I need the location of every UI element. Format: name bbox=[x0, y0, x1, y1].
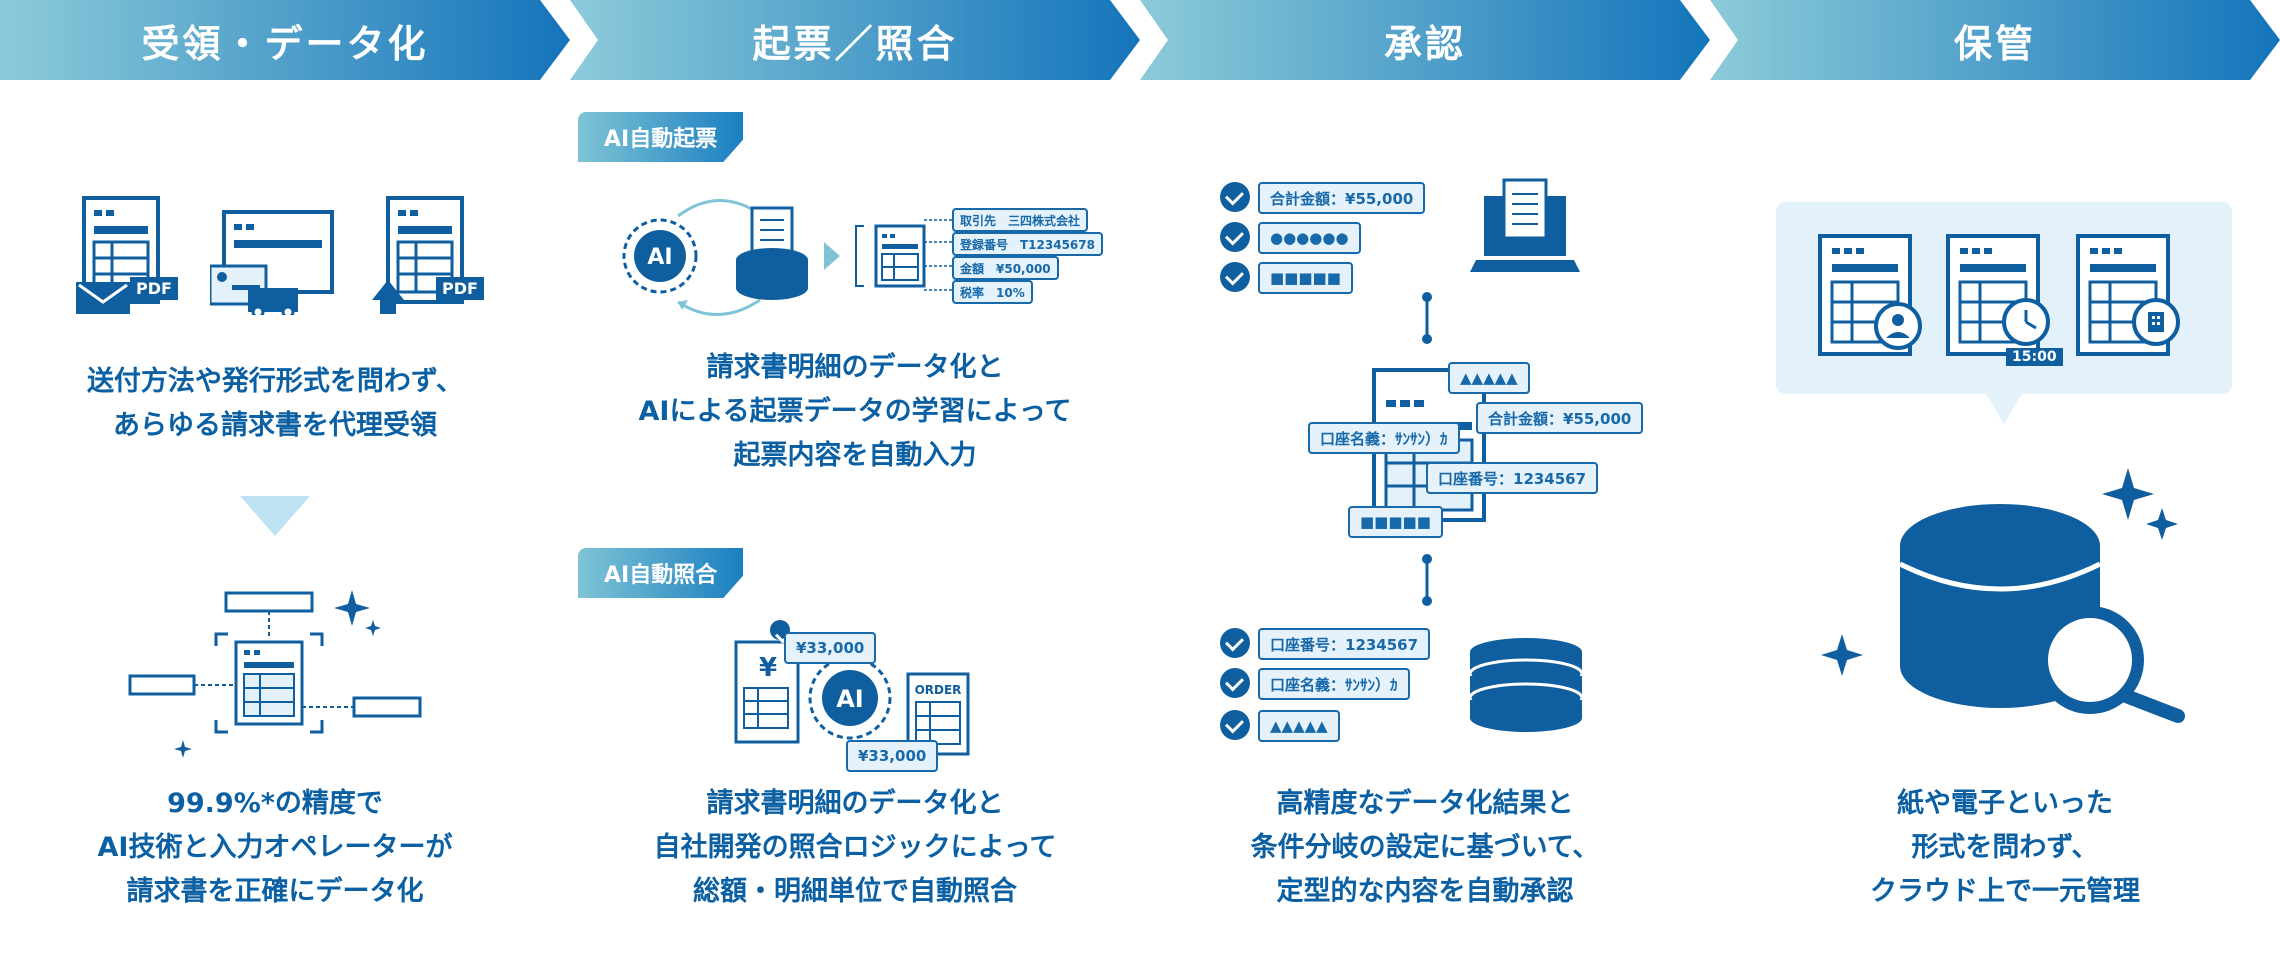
approval-check-item: ■■■■■ bbox=[1258, 262, 1353, 294]
database-icon bbox=[1466, 636, 1586, 740]
stage-header-receive: 受領・データ化 bbox=[0, 0, 570, 80]
ai-booking-icon: AI bbox=[618, 190, 1098, 324]
connector-line-bottom bbox=[1420, 552, 1434, 612]
ai-label: AI bbox=[836, 685, 864, 713]
check-icon bbox=[1220, 710, 1250, 740]
ai-auto-booking-badge: AI自動起票 bbox=[578, 112, 744, 162]
check-icon bbox=[1220, 222, 1250, 252]
amount-tag-top: ¥33,000 bbox=[784, 632, 877, 664]
stage-title: 承認 bbox=[1383, 21, 1466, 66]
field-tag: 税率 10% bbox=[952, 280, 1033, 304]
invoice-user-icon bbox=[1818, 234, 1922, 366]
mid-tag-total: 合計金額：¥55,000 bbox=[1476, 402, 1644, 434]
mid-tag-stars: ▲▲▲▲▲ bbox=[1448, 362, 1530, 394]
booking-description: 請求書明細のデータ化と AIによる起票データの学習によって 起票内容を自動入力 bbox=[638, 352, 1072, 471]
mid-tag-name: 口座名義：ｻﾝｻﾝ）ｶ bbox=[1308, 422, 1460, 454]
pdf-label: PDF bbox=[130, 277, 178, 300]
mid-tag-squares: ■■■■■ bbox=[1348, 506, 1443, 538]
invoice-mail-icon bbox=[76, 196, 176, 320]
invoice-clock-icon bbox=[1946, 234, 2050, 366]
stage-title: 受領・データ化 bbox=[141, 21, 429, 66]
stage-header-booking: 起票／照合 bbox=[570, 0, 1140, 80]
stage-title: 起票／照合 bbox=[752, 21, 958, 66]
check-icon bbox=[1220, 182, 1250, 212]
data-extraction-icon bbox=[128, 590, 428, 769]
stage-header-storage: 保管 bbox=[1710, 0, 2280, 80]
stage-title: 保管 bbox=[1953, 21, 2036, 66]
yen-symbol: ¥ bbox=[759, 653, 777, 683]
approval-description: 高精度なデータ化結果と 条件分岐の設定に基づいて、 定型的な内容を自動承認 bbox=[1250, 788, 1600, 907]
storage-description: 紙や電子といった 形式を問わず、 クラウド上で一元管理 bbox=[1870, 788, 2140, 907]
connector-line-top bbox=[1420, 290, 1434, 350]
field-tag: 登録番号 T12345678 bbox=[952, 232, 1103, 256]
cloud-storage-search-icon bbox=[1820, 464, 2200, 738]
ai-label: AI bbox=[647, 245, 672, 270]
stage-header-approval: 承認 bbox=[1140, 0, 1710, 80]
time-label: 15:00 bbox=[2006, 348, 2063, 366]
invoice-postal-icon bbox=[208, 210, 335, 319]
pdf-label: PDF bbox=[436, 277, 484, 300]
invoice-building-icon bbox=[2076, 234, 2180, 366]
invoice-upload-icon bbox=[370, 196, 470, 320]
approval-check-item: 口座番号：1234567 bbox=[1258, 628, 1431, 660]
down-triangle-icon bbox=[240, 496, 310, 540]
accuracy-description: 99.9%*の精度で AI技術と入力オペレーターが 請求書を正確にデータ化 bbox=[97, 788, 453, 907]
approval-check-item: ●●●●●● bbox=[1258, 222, 1361, 254]
mid-tag-number: 口座番号：1234567 bbox=[1426, 462, 1599, 494]
check-icon bbox=[1220, 262, 1250, 292]
check-icon bbox=[1220, 628, 1250, 658]
approval-check-item: ▲▲▲▲▲ bbox=[1258, 710, 1340, 742]
ai-matching-icon: ¥ AI ORDER bbox=[730, 618, 980, 772]
ai-auto-matching-badge: AI自動照合 bbox=[578, 548, 744, 598]
approval-check-item: 合計金額：¥55,000 bbox=[1258, 182, 1426, 214]
order-label: ORDER bbox=[915, 683, 962, 697]
field-tag: 金額 ¥50,000 bbox=[952, 256, 1059, 280]
field-tag: 取引先 三四株式会社 bbox=[952, 208, 1089, 232]
check-icon bbox=[1220, 668, 1250, 698]
amount-tag-bottom: ¥33,000 bbox=[846, 740, 939, 772]
matching-description: 請求書明細のデータ化と 自社開発の照合ロジックによって 総額・明細単位で自動照合 bbox=[653, 788, 1057, 907]
approval-check-item: 口座名義：ｻﾝｻﾝ）ｶ bbox=[1258, 668, 1410, 700]
receive-description: 送付方法や発行形式を問わず、 あらゆる請求書を代理受領 bbox=[86, 366, 464, 441]
laptop-icon bbox=[1470, 176, 1580, 284]
